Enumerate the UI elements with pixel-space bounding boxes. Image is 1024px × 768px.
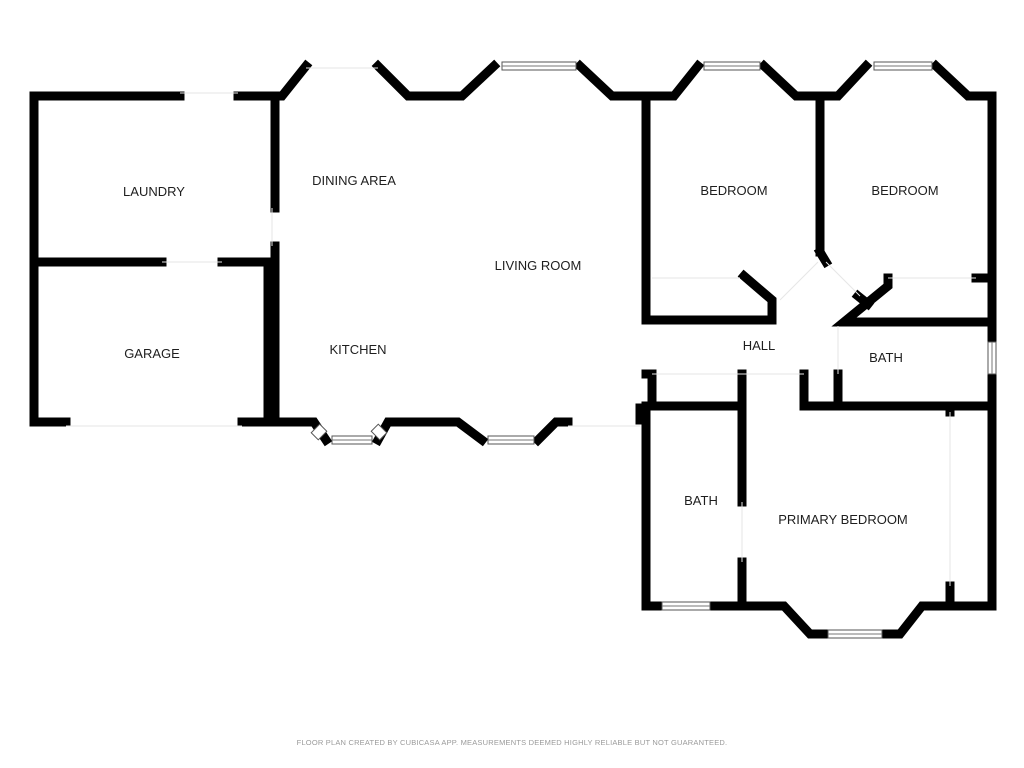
room-labels: LAUNDRY GARAGE DINING AREA LIVING ROOM K… — [123, 173, 939, 527]
laundry-north-wall-east — [233, 91, 280, 213]
bedroom2-north-wall-west — [815, 59, 873, 101]
hall-label: HALL — [743, 338, 776, 353]
window — [987, 341, 997, 375]
hall-closet-wall — [799, 369, 843, 411]
window — [501, 61, 577, 71]
kitchen-south-wall-east — [531, 417, 573, 447]
walls — [29, 59, 997, 639]
bath1-south-wall — [833, 369, 997, 411]
openings — [66, 67, 976, 586]
garage-label: GARAGE — [124, 346, 180, 361]
bedroom2-north-wall-east — [929, 59, 997, 101]
bedroom1-north-wall-east — [757, 59, 825, 101]
living-room-label: LIVING ROOM — [495, 258, 582, 273]
primary-bedroom-east-wall — [945, 401, 997, 611]
window — [310, 423, 388, 441]
bedroom1-north-wall-west — [641, 59, 705, 101]
disclaimer-note: FLOOR PLAN CREATED BY CUBICASA APP. MEAS… — [297, 738, 728, 747]
window — [827, 629, 883, 639]
bath2-south-wall-east — [707, 601, 831, 639]
window — [873, 61, 933, 71]
window — [331, 435, 373, 445]
bath2-north-wall — [641, 369, 747, 411]
bath1-corner-stub — [851, 289, 875, 311]
bedroom-label: BEDROOM — [700, 183, 767, 198]
dining-area-label: DINING AREA — [312, 173, 396, 188]
dining-north-wall-west — [270, 59, 313, 101]
kitchen-south-wall-mid — [371, 417, 489, 447]
living-north-wall — [573, 59, 651, 101]
laundry-label: LAUNDRY — [123, 184, 185, 199]
bedroom1-closet-wall — [641, 269, 777, 325]
hall-diagonal-stub-north — [813, 245, 833, 269]
bath-label: BATH — [684, 493, 718, 508]
bedroom-label: BEDROOM — [871, 183, 938, 198]
window — [487, 435, 535, 445]
window — [703, 61, 761, 71]
kitchen-label: KITCHEN — [329, 342, 386, 357]
laundry-east-wall-lower — [237, 241, 280, 427]
bath-label: BATH — [869, 350, 903, 365]
bath2-west-wall — [641, 401, 665, 611]
primary-bedroom-label: PRIMARY BEDROOM — [778, 512, 908, 527]
windows — [310, 61, 997, 639]
primary-bedroom-south-wall-east — [879, 601, 955, 639]
dining-north-wall-bay — [371, 59, 501, 101]
window — [661, 601, 711, 611]
kitchen-south-wall-west — [270, 257, 333, 447]
